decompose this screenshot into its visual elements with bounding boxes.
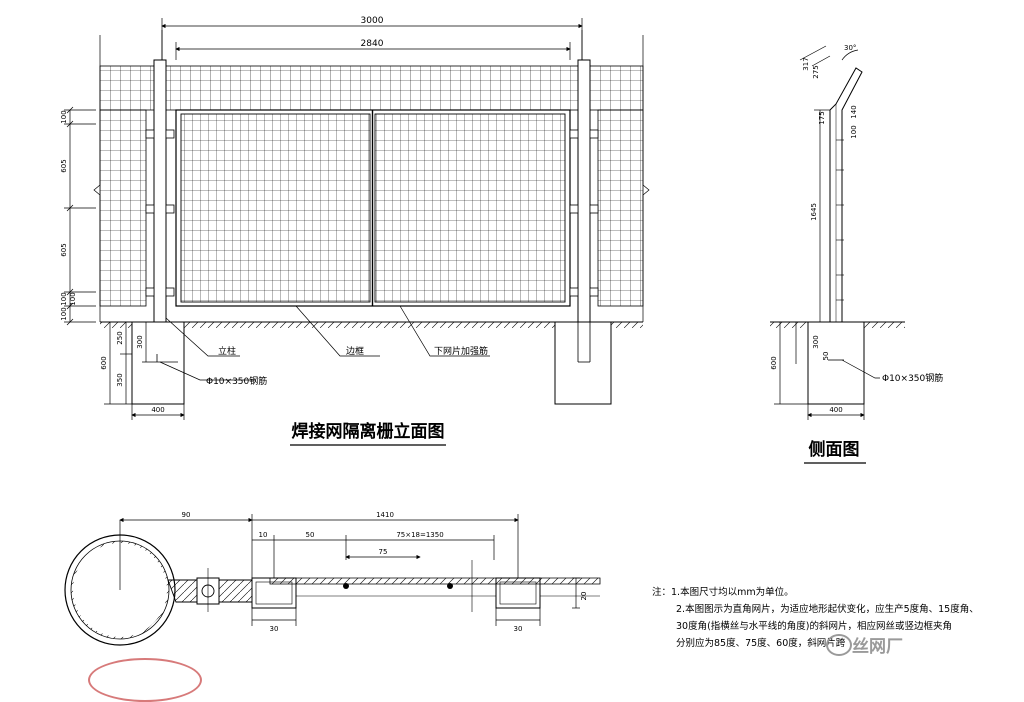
dim-foundation-400: 400 [151, 406, 164, 414]
detail-dim-90: 90 [182, 511, 191, 519]
dim-h-605-a: 605 [60, 159, 68, 172]
dim-h-605-b: 605 [60, 243, 68, 256]
side-dim-317: 317 [802, 57, 810, 70]
note-line-4: 分别应为85度、75度、60度，斜网片跨 [676, 638, 846, 649]
side-view: 30° 317 275 175 140 100 1645 300 600 50 … [770, 44, 943, 464]
note-line-1: 注：1.本图尺寸均以mm为单位。 [652, 587, 794, 598]
side-dim-50: 50 [822, 352, 830, 361]
watermark-text: 丝网厂 [852, 637, 903, 657]
elevation-title: 焊接网隔离栅立面图 [292, 421, 445, 442]
dim-h-100-b3: 100 [69, 292, 77, 305]
break-line-left [93, 35, 101, 322]
fence-drawing: 3000 2840 [60, 16, 943, 646]
note-line-3: 30度角(指横丝与水平线的角度)的斜网片，相应网丝或竖边框夹角 [676, 621, 953, 632]
mesh-wire-band [269, 577, 601, 585]
detail-dim-75x18: 75×18=1350 [396, 531, 443, 539]
dim-panel-width [175, 42, 571, 60]
seal-stamp [88, 658, 202, 702]
break-line-right [642, 35, 650, 322]
dim-foundation-600: 600 [100, 356, 108, 369]
foundation-right [554, 321, 612, 405]
note-line-2: 2.本图图示为直角网片，为适应地形起伏变化，应生产5度角、15度角、 [676, 604, 979, 615]
side-dim-1645: 1645 [810, 203, 818, 221]
upper-mesh [99, 65, 644, 111]
label-stiffener: 下网片加强筋 [434, 345, 488, 357]
dim-h-100-top: 100 [60, 110, 68, 123]
detail-dim-75: 75 [379, 548, 388, 556]
mesh-panel-right [374, 113, 566, 303]
notes-block: 注：1.本图尺寸均以mm为单位。 2.本图图示为直角网片，为适应地形起伏变化，应… [652, 584, 1012, 652]
detail-dims [119, 514, 580, 626]
side-dim-275: 275 [812, 65, 820, 78]
side-dim-400: 400 [829, 406, 842, 414]
label-post: 立柱 [218, 345, 236, 357]
side-mesh-ticks [836, 139, 844, 301]
connection-detail: 90 1410 10 50 75×18=1350 75 20 30 30 [64, 511, 601, 646]
side-title: 侧面图 [809, 439, 860, 460]
detail-dim-50: 50 [306, 531, 315, 539]
left-side-mesh [99, 109, 147, 307]
label-rebar: Φ10×350钢筋 [206, 375, 267, 387]
side-angle: 30° [844, 44, 856, 52]
post-left [153, 59, 167, 355]
dim-foundation-250: 250 [116, 331, 124, 344]
side-dim-600: 600 [770, 356, 778, 369]
side-label-rebar: Φ10×350钢筋 [882, 372, 943, 384]
foundation-dims [104, 322, 185, 420]
dim-h-100-b1: 100 [60, 292, 68, 305]
detail-dim-10: 10 [259, 531, 268, 539]
side-dims [774, 45, 880, 420]
detail-dim-30-right: 30 [514, 625, 523, 633]
dim-foundation-350: 350 [116, 373, 124, 386]
side-foundation [807, 321, 865, 405]
post-clamps [145, 129, 599, 297]
dim-total-width-label: 3000 [361, 16, 384, 26]
watermark-logo-icon [826, 634, 852, 656]
leaders [159, 305, 490, 381]
detail-dim-20: 20 [580, 592, 588, 601]
side-dim-100: 100 [850, 125, 858, 138]
dim-panel-width-label: 2840 [361, 39, 384, 49]
label-frame: 边框 [346, 345, 364, 357]
post-right [577, 59, 591, 355]
dim-foundation-300: 300 [136, 335, 144, 348]
side-dim-140: 140 [850, 105, 858, 118]
foundation-left [131, 321, 185, 405]
dim-h-100-b2: 100 [60, 307, 68, 320]
side-dim-175: 175 [818, 111, 826, 124]
left-dim-chain [64, 106, 96, 326]
right-side-mesh [597, 109, 644, 307]
detail-dim-30-left: 30 [270, 625, 279, 633]
elevation-view: 3000 2840 [60, 16, 650, 446]
detail-dim-1410: 1410 [376, 511, 394, 519]
side-dim-300: 300 [812, 335, 820, 348]
mesh-panel-left [180, 113, 371, 303]
ground-hatch [100, 322, 643, 328]
